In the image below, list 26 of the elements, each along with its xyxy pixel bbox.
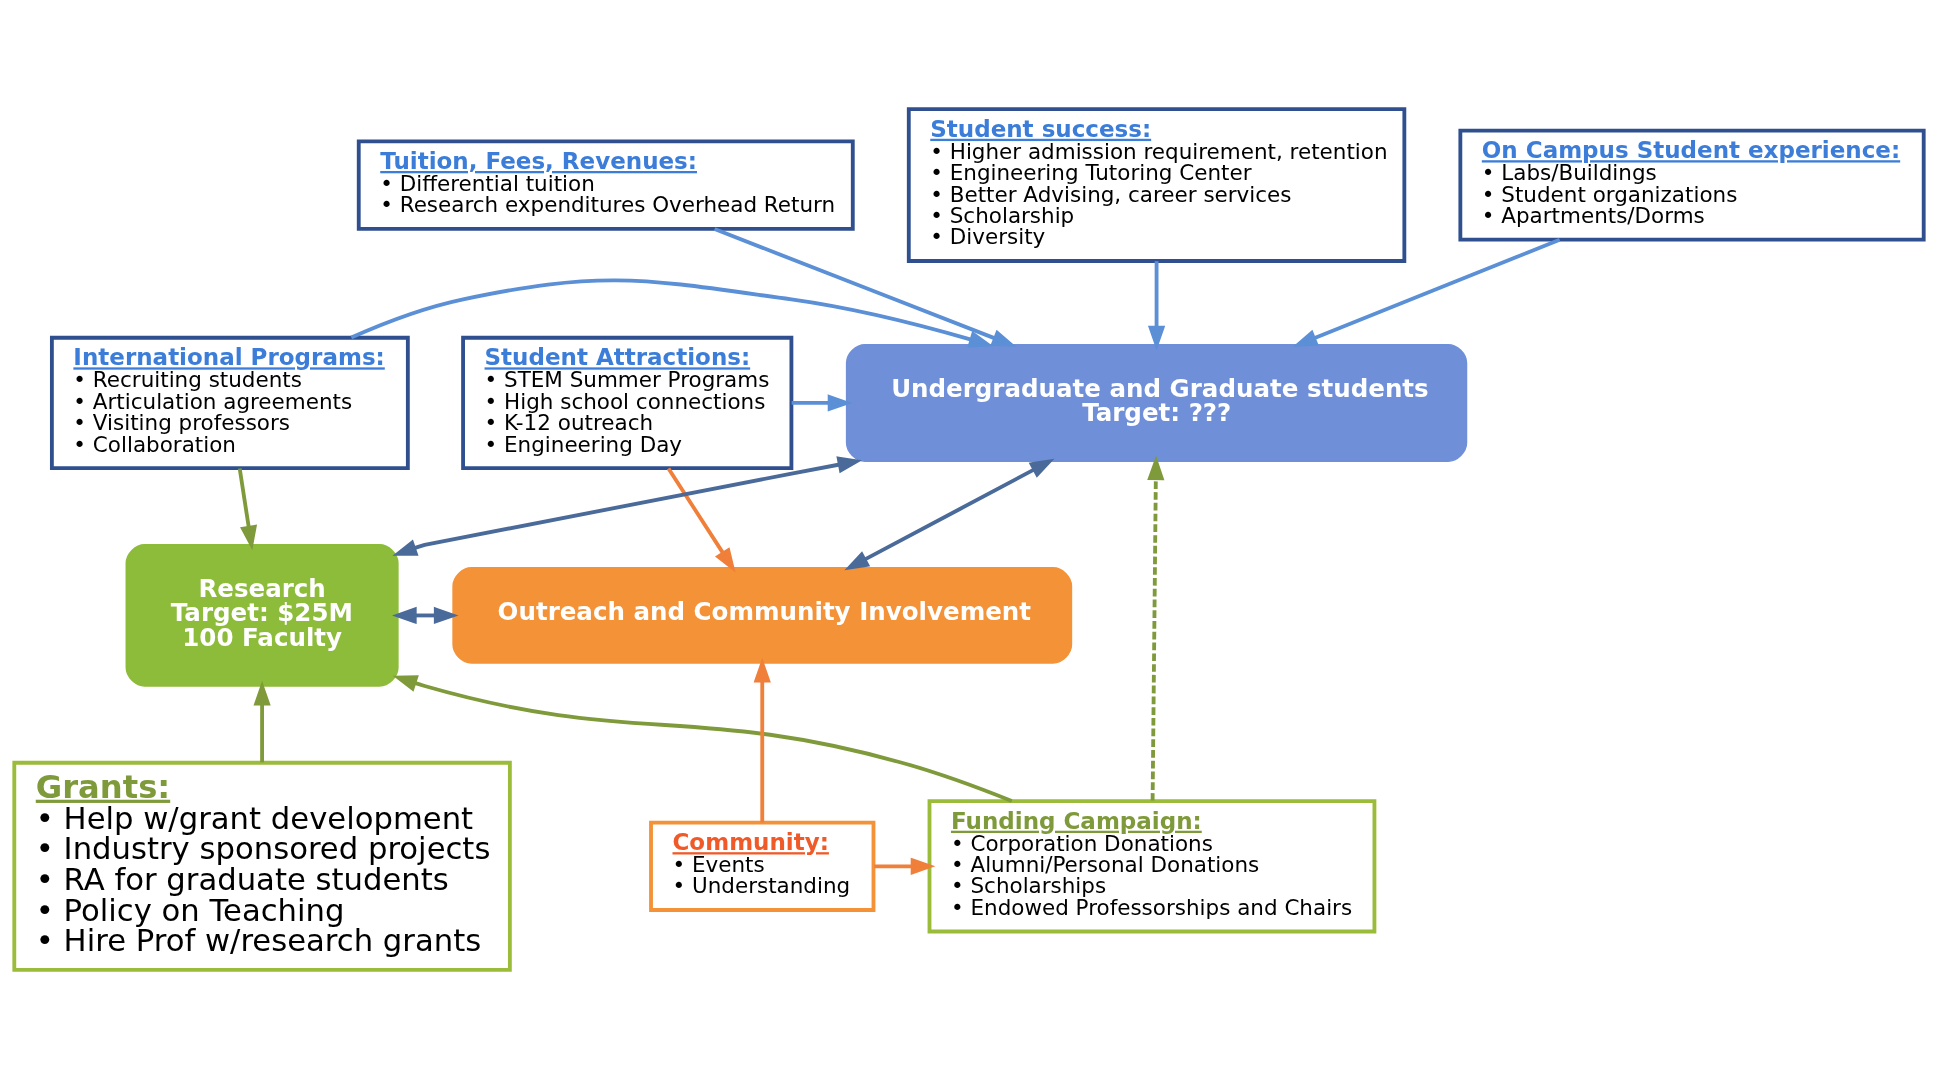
arrow xyxy=(844,458,1055,570)
node-box: Funding Campaign: • Corporation Donations • Alumni/Personal Donations • Scholarships • Endowed Professorships and Chairs xyxy=(927,798,1377,933)
node-box: Student success: • Higher admission requirement, retention • Engineering Tutoring Center • Better Advising, career services • Scholarship • Diversity xyxy=(906,106,1407,263)
arrow xyxy=(666,466,736,572)
node-box: International Programs: • Recruiting students • Articulation agreements • Visiting professors • Collaboration xyxy=(49,335,410,470)
arrow xyxy=(1147,455,1165,801)
arrow xyxy=(1292,237,1561,347)
arrow xyxy=(237,467,258,550)
arrow xyxy=(350,278,994,347)
arrow xyxy=(392,455,863,556)
arrow xyxy=(791,393,853,412)
node-box: Research Target: $25M 100 Faculty xyxy=(125,543,399,687)
node-box: Community: • Events • Understanding xyxy=(649,820,876,912)
arrow xyxy=(753,657,771,822)
node-box: Undergraduate and Graduate students Target: ??? xyxy=(845,343,1468,462)
node-box: Outreach and Community Involvement xyxy=(452,566,1073,664)
arrow xyxy=(874,857,936,875)
node-box: Grants: • Help w/grant development • Industry sponsored projects • RA for graduate students • Policy on Teaching • Hire Prof w/research grants xyxy=(12,760,512,972)
arrow xyxy=(1147,260,1166,350)
arrow xyxy=(392,606,459,624)
node-box: Student Attractions: • STEM Summer Programs • High school connections • K-12 outreach • Engineering Day xyxy=(461,335,794,470)
arrow xyxy=(253,680,271,762)
node-box: Tuition, Fees, Revenues: • Differential tuition • Research expenditures Overhead Return xyxy=(356,138,855,231)
arrow xyxy=(392,674,1013,803)
arrow xyxy=(713,226,1017,347)
node-box: On Campus Student experience: • Labs/Buildings • Student organizations • Apartments/Dorms xyxy=(1458,128,1926,241)
